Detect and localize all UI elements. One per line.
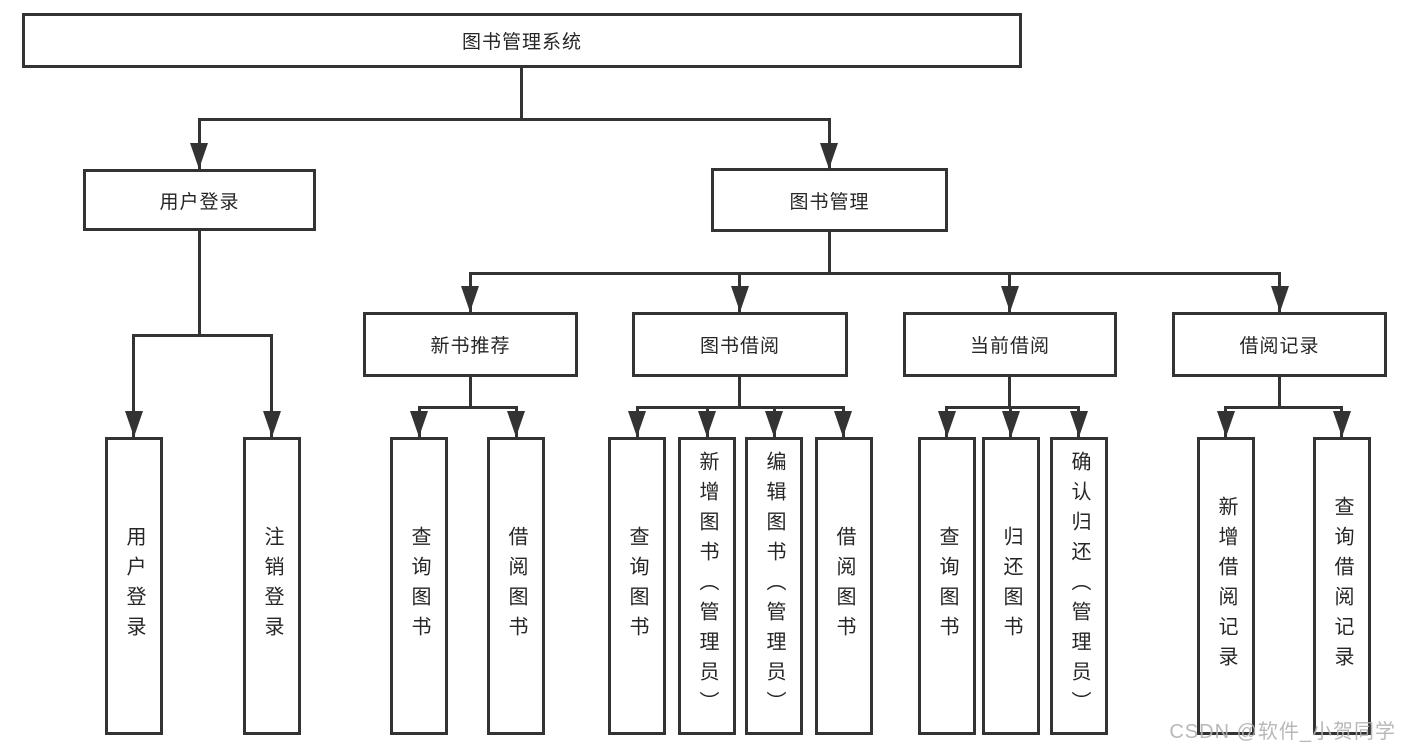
leaf-user-login: 用户登录 (105, 437, 163, 735)
connector (636, 406, 844, 409)
arrowhead-icon (507, 411, 525, 437)
arrowhead-icon (1271, 286, 1289, 312)
connector (738, 375, 741, 408)
node-user-login: 用户登录 (83, 169, 316, 231)
leaf-logout: 注销登录 (243, 437, 301, 735)
arrowhead-icon (190, 143, 208, 169)
connector (1278, 375, 1281, 408)
leaf-query-books-borrowing: 查询图书 (608, 437, 666, 735)
leaf-confirm-return-admin-label: 确认归还（管理员） (1068, 451, 1090, 721)
leaf-edit-book-admin-label: 编辑图书（管理员） (763, 451, 785, 721)
leaf-borrow-books-borrowing: 借阅图书 (815, 437, 873, 735)
node-root: 图书管理系统 (22, 13, 1022, 68)
leaf-return-book: 归还图书 (982, 437, 1040, 735)
node-book-borrowing: 图书借阅 (632, 312, 848, 377)
leaf-query-books-current: 查询图书 (918, 437, 976, 735)
leaf-borrow-books-recommend-label: 借阅图书 (505, 526, 527, 646)
arrowhead-icon (263, 411, 281, 437)
arrowhead-icon (820, 143, 838, 169)
csdn-watermark: CSDN @软件_小贺同学 (1169, 721, 1396, 743)
node-current-borrowing-label: 当前借阅 (969, 336, 1050, 357)
node-root-label: 图书管理系统 (461, 32, 582, 53)
leaf-query-books-borrowing-label: 查询图书 (626, 526, 648, 646)
leaf-add-borrow-record-label: 新增借阅记录 (1215, 496, 1237, 676)
arrowhead-icon (1333, 411, 1351, 437)
arrowhead-icon (461, 286, 479, 312)
connector (1008, 375, 1011, 408)
arrowhead-icon (938, 411, 956, 437)
node-book-management-label: 图书管理 (789, 191, 870, 213)
arrowhead-icon (628, 411, 646, 437)
leaf-return-book-label: 归还图书 (1000, 526, 1022, 646)
connector (469, 375, 472, 408)
connector (418, 406, 518, 409)
connector (469, 272, 1281, 275)
connector (270, 334, 273, 437)
leaf-logout-label: 注销登录 (261, 526, 283, 646)
leaf-query-books-recommend: 查询图书 (390, 437, 448, 735)
leaf-add-borrow-record: 新增借阅记录 (1197, 437, 1255, 735)
node-current-borrowing: 当前借阅 (903, 312, 1117, 377)
leaf-borrow-books-recommend: 借阅图书 (487, 437, 545, 735)
node-user-login-label: 用户登录 (159, 191, 240, 213)
leaf-confirm-return-admin: 确认归还（管理员） (1050, 437, 1108, 735)
leaf-query-borrow-record-label: 查询借阅记录 (1331, 496, 1353, 676)
arrowhead-icon (410, 411, 428, 437)
leaf-query-borrow-record: 查询借阅记录 (1313, 437, 1371, 735)
arrowhead-icon (1217, 411, 1235, 437)
connector (198, 118, 831, 121)
arrowhead-icon (125, 411, 143, 437)
connector (132, 334, 273, 337)
connector (198, 229, 201, 336)
arrowhead-icon (698, 411, 716, 437)
leaf-edit-book-admin: 编辑图书（管理员） (745, 437, 803, 735)
arrowhead-icon (1001, 286, 1019, 312)
node-borrowing-records: 借阅记录 (1172, 312, 1387, 377)
leaf-add-book-admin-label: 新增图书（管理员） (696, 451, 718, 721)
leaf-borrow-books-borrowing-label: 借阅图书 (833, 526, 855, 646)
connector (132, 334, 135, 437)
connector (828, 230, 831, 274)
leaf-query-books-current-label: 查询图书 (936, 526, 958, 646)
node-borrowing-records-label: 借阅记录 (1239, 336, 1320, 357)
leaf-user-login-label: 用户登录 (123, 526, 145, 646)
arrowhead-icon (834, 411, 852, 437)
connector (945, 406, 1080, 409)
arrowhead-icon (765, 411, 783, 437)
node-new-book-recommend-label: 新书推荐 (430, 336, 511, 357)
arrowhead-icon (731, 286, 749, 312)
arrowhead-icon (1002, 411, 1020, 437)
arrowhead-icon (1070, 411, 1088, 437)
node-book-management: 图书管理 (711, 168, 948, 232)
node-book-borrowing-label: 图书借阅 (699, 336, 780, 357)
leaf-add-book-admin: 新增图书（管理员） (678, 437, 736, 735)
node-new-book-recommend: 新书推荐 (363, 312, 578, 377)
connector (1224, 406, 1342, 409)
leaf-query-books-recommend-label: 查询图书 (408, 526, 430, 646)
connector (520, 66, 523, 120)
